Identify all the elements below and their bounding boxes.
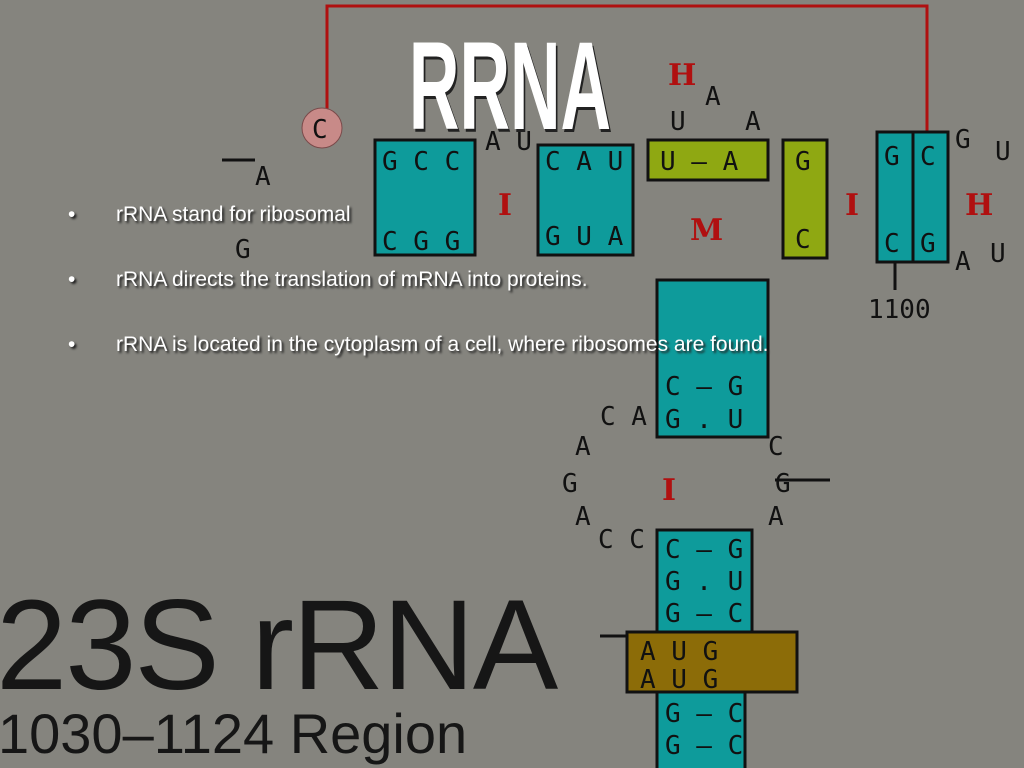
helix-box [655,278,770,439]
svg-text:U: U [995,137,1011,167]
svg-text:A U: A U [485,127,532,157]
svg-text:G . U: G . U [665,405,743,435]
svg-text:C C: C C [598,525,645,555]
svg-text:G: G [884,142,900,172]
svg-text:C: C [768,432,784,462]
helix-box [875,130,915,264]
svg-text:H: H [668,58,696,93]
svg-text:M: M [690,213,723,248]
position-label: 1100 [868,295,931,325]
svg-text:G: G [562,469,578,499]
svg-text:I: I [662,473,676,508]
diagram-heading: 23S rRNA [0,574,558,717]
slide-title: RRNA [408,17,612,156]
helix-box [646,138,770,182]
bullet-list: • rRNA stand for ribosomal • rRNA directs … [60,198,768,393]
helix-box [911,130,950,264]
helix-box [655,690,747,768]
svg-text:A: A [768,502,784,532]
bullet-text: rRNA stand for ribosomal [116,203,351,226]
svg-text:U: U [990,239,1006,269]
svg-text:C — G: C — G [665,372,743,402]
svg-text:C: C [920,142,936,172]
svg-text:G: G [920,229,936,259]
helix-box [655,528,754,634]
svg-text:A: A [255,162,271,192]
svg-text:G — C: G — C [665,599,743,629]
bullet-item: • rRNA is located in the cytoplasm of a c… [60,328,768,393]
bullet-item: • rRNA directs the translation of mRNA in… [60,263,768,328]
svg-text:A U G: A U G [640,637,718,667]
svg-text:G: G [235,235,251,265]
bullet-item: • rRNA stand for ribosomal [60,198,768,263]
svg-text:G — C: G — C [665,699,743,729]
svg-text:U: U [670,107,686,137]
svg-text:U — A: U — A [660,147,739,177]
svg-text:G — C: G — C [665,731,743,761]
svg-text:C — G: C — G [665,535,743,565]
svg-text:C: C [884,229,900,259]
svg-text:A: A [575,502,591,532]
svg-text:I: I [498,188,512,223]
svg-text:A: A [955,247,971,277]
svg-text:C A U: C A U [545,147,623,177]
svg-text:A: A [705,82,721,112]
helix-box [373,138,477,257]
svg-text:A U G: A U G [640,665,718,695]
svg-text:G U A: G U A [545,222,624,252]
helix-box [781,138,829,260]
svg-text:I: I [845,188,859,223]
tertiary-interaction-line [325,4,929,132]
svg-text:A: A [575,432,591,462]
helix-box [536,143,635,257]
diagram-subheading: 1030–1124 Region [0,702,468,765]
bullet-icon: • [68,268,76,291]
svg-text:H: H [965,188,993,223]
svg-text:G: G [795,147,811,177]
bullet-text: rRNA directs the translation of mRNA int… [116,268,588,291]
svg-text:G . U: G . U [665,567,743,597]
svg-text:C: C [312,115,328,145]
svg-text:C A: C A [600,402,647,432]
bullet-icon: • [68,203,76,226]
highlighted-nucleotide [301,107,343,149]
svg-text:G: G [955,125,971,155]
svg-text:A: A [745,107,761,137]
bullet-text: rRNA is located in the cytoplasm of a ce… [116,333,769,356]
svg-text:C: C [795,225,811,255]
svg-text:G C C: G C C [382,147,460,177]
bullet-icon: • [68,333,76,356]
svg-text:G: G [775,469,791,499]
svg-text:C G G: C G G [382,227,460,257]
